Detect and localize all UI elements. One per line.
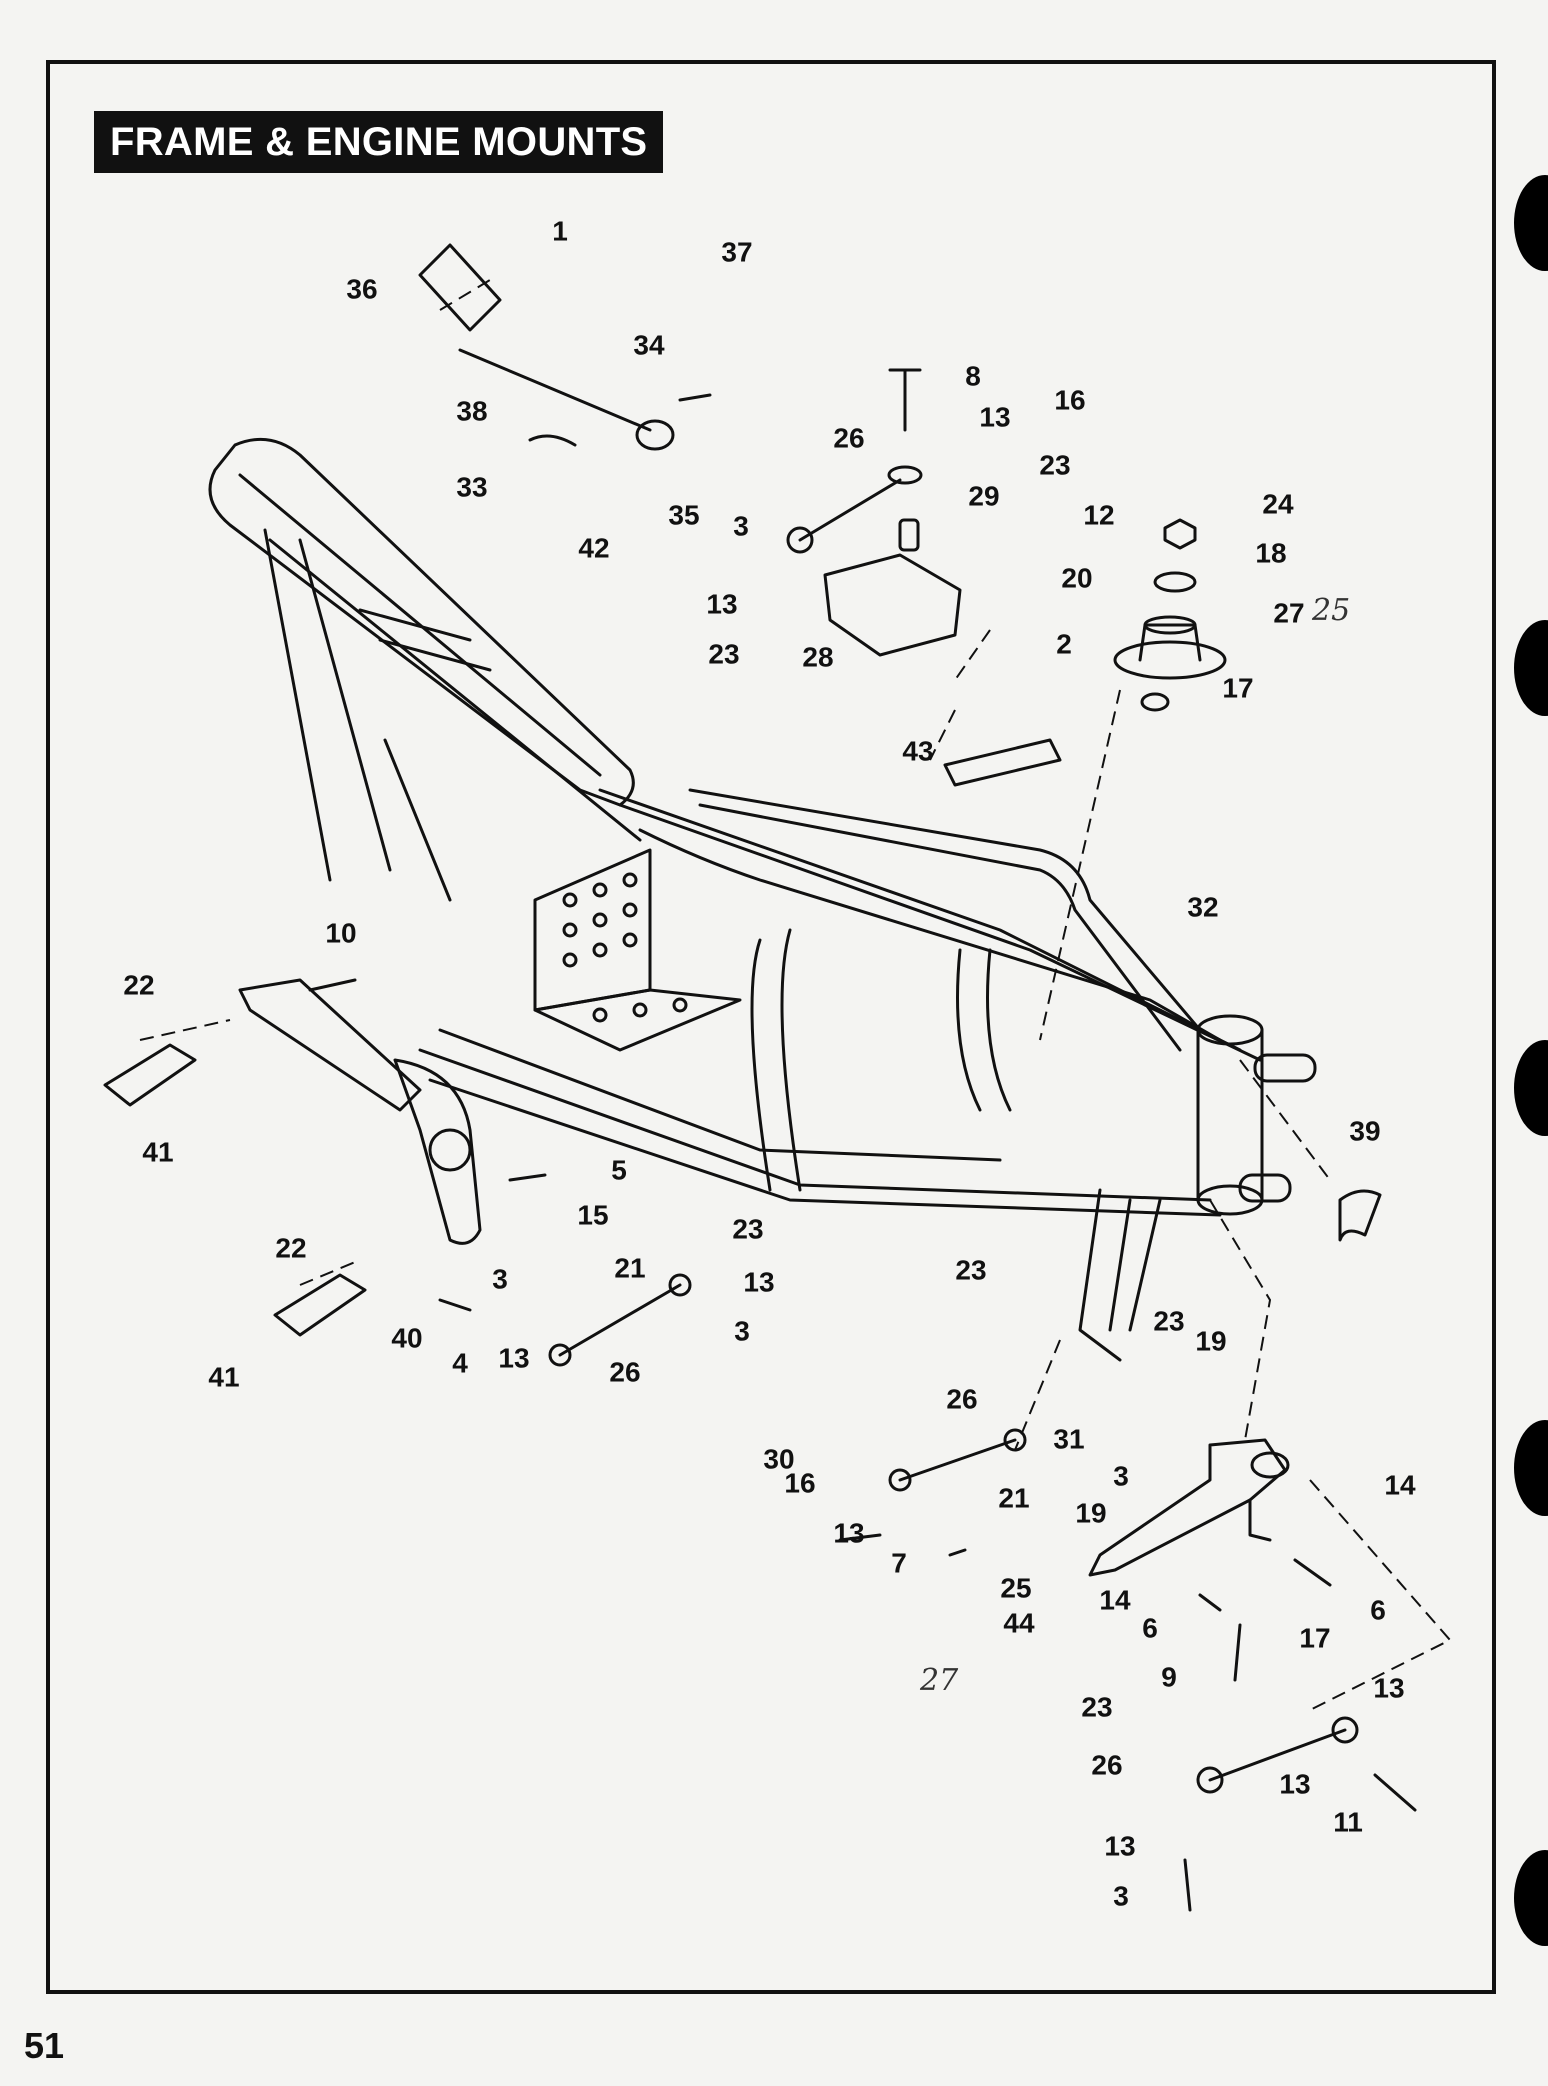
callout-35: 35 [668, 499, 699, 530]
callout-23: 23 [1039, 449, 1070, 480]
callout-44: 44 [1003, 1607, 1035, 1638]
callout-8: 8 [965, 360, 981, 391]
callout-23: 23 [955, 1254, 986, 1285]
callout-2: 2 [1056, 628, 1072, 659]
callout-22: 22 [275, 1232, 306, 1263]
callout-41: 41 [208, 1361, 239, 1392]
callout-36: 36 [346, 273, 377, 304]
callout-16: 16 [784, 1467, 815, 1498]
handwritten-note: 25 [1311, 593, 1350, 628]
callout-42: 42 [578, 532, 609, 563]
callout-23: 23 [1153, 1305, 1184, 1336]
page-number: 51 [24, 2025, 65, 2066]
callout-28: 28 [802, 641, 833, 672]
callout-31: 31 [1053, 1423, 1084, 1454]
callout-41: 41 [142, 1136, 173, 1167]
callout-26: 26 [946, 1383, 977, 1414]
callout-21: 21 [998, 1482, 1029, 1513]
callout-18: 18 [1255, 537, 1286, 568]
callout-13: 13 [498, 1342, 529, 1373]
callout-30: 30 [763, 1443, 794, 1474]
callout-20: 20 [1061, 562, 1092, 593]
callout-13: 13 [1373, 1672, 1404, 1703]
callout-17: 17 [1299, 1622, 1330, 1653]
callout-3: 3 [1113, 1880, 1129, 1911]
dashed-leader-lines [139, 279, 1452, 1711]
callout-29: 29 [968, 480, 999, 511]
frame-drawing [103, 243, 1417, 1912]
callout-14: 14 [1099, 1584, 1131, 1615]
callout-40: 40 [391, 1322, 422, 1353]
callout-21: 21 [614, 1252, 645, 1283]
handwritten-note: 27 [919, 1663, 959, 1698]
callout-13: 13 [743, 1266, 774, 1297]
callout-22: 22 [123, 969, 154, 1000]
callout-34: 34 [633, 329, 665, 360]
callout-13: 13 [979, 401, 1010, 432]
callout-3: 3 [1113, 1460, 1129, 1491]
callout-24: 24 [1262, 488, 1294, 519]
callout-19: 19 [1075, 1497, 1106, 1528]
callout-26: 26 [1091, 1749, 1122, 1780]
callout-13: 13 [706, 588, 737, 619]
callout-32: 32 [1187, 891, 1218, 922]
callout-3: 3 [492, 1263, 508, 1294]
callout-23: 23 [1081, 1691, 1112, 1722]
page-title: FRAME & ENGINE MOUNTS [94, 111, 664, 173]
callout-23: 23 [732, 1213, 763, 1244]
callout-5: 5 [611, 1154, 627, 1185]
callout-15: 15 [577, 1199, 608, 1230]
callout-26: 26 [609, 1356, 640, 1387]
callout-37: 37 [721, 236, 752, 267]
callout-3: 3 [733, 510, 749, 541]
callout-11: 11 [1333, 1806, 1363, 1837]
callout-3: 3 [734, 1315, 750, 1346]
callout-23: 23 [708, 638, 739, 669]
callout-33: 33 [456, 471, 487, 502]
callout-4: 4 [452, 1347, 468, 1378]
callout-1: 1 [552, 215, 568, 246]
callout-7: 7 [891, 1547, 907, 1578]
callout-19: 19 [1195, 1325, 1226, 1356]
callout-6: 6 [1370, 1594, 1386, 1625]
callout-26: 26 [833, 422, 864, 453]
callout-17: 17 [1222, 672, 1253, 703]
callout-27: 27 [1273, 597, 1304, 628]
callout-25: 25 [1000, 1572, 1031, 1603]
callout-14: 14 [1384, 1469, 1416, 1500]
callout-12: 12 [1083, 499, 1114, 530]
callout-39: 39 [1349, 1115, 1380, 1146]
callout-16: 16 [1054, 384, 1085, 415]
callout-13: 13 [1279, 1768, 1310, 1799]
page-border [46, 60, 1496, 1994]
callout-10: 10 [325, 917, 356, 948]
callout-13: 13 [833, 1517, 864, 1548]
callout-6: 6 [1142, 1612, 1158, 1643]
callout-9: 9 [1161, 1661, 1177, 1692]
callout-43: 43 [902, 735, 933, 766]
callout-13: 13 [1104, 1830, 1135, 1861]
callout-38: 38 [456, 395, 487, 426]
